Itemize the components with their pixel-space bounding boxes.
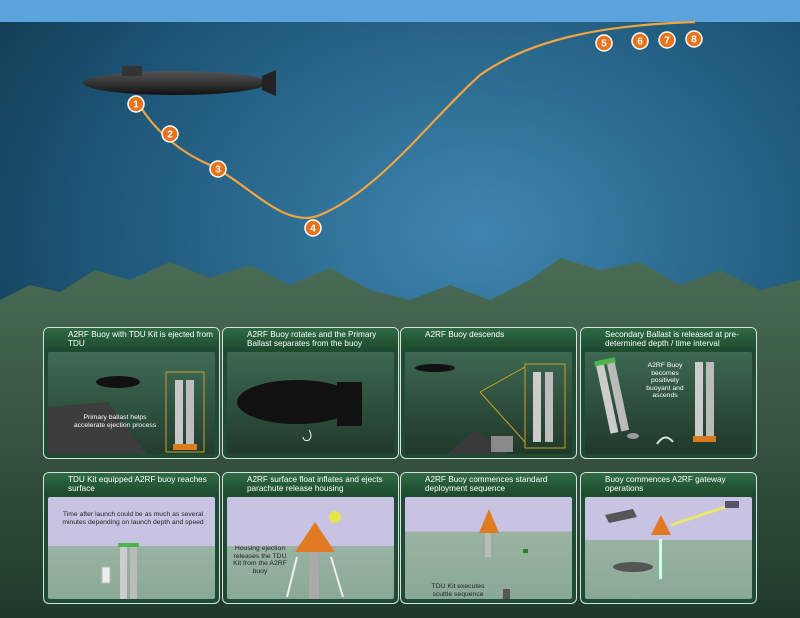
step-note: A2RF Buoy becomes positively buoyant and…: [646, 362, 684, 400]
step-illustration: [415, 363, 566, 454]
svg-text:6: 6: [637, 37, 643, 48]
path-marker-8: 8: [685, 30, 703, 48]
step-panel-6: 6 A2RF surface float inflates and ejects…: [222, 472, 399, 604]
step-title: A2RF Buoy rotates and the Primary Ballas…: [223, 328, 398, 350]
path-markers: 1 2 3 4 5 6 7 8: [127, 30, 703, 237]
path-marker-6: 6: [631, 32, 649, 50]
step-title: Buoy commences A2RF gateway operations: [581, 473, 756, 495]
path-marker-7: 7: [658, 31, 676, 49]
step-illustration: [605, 501, 739, 579]
path-marker-1: 1: [127, 95, 145, 113]
step-panel-3: 3 A2RF Buoy descends: [400, 327, 577, 459]
step-title: A2RF Buoy descends: [401, 328, 576, 350]
step-panel-4: 4 Secondary Ballast is released at pre-d…: [580, 327, 757, 459]
step-title: TDU Kit equipped A2RF buoy reaches surfa…: [44, 473, 219, 495]
step-panel-8: 8 Buoy commences A2RF gateway operations: [580, 472, 757, 604]
submarine: [83, 66, 276, 96]
step-illustration: [237, 380, 362, 442]
step-panel-5: 5 TDU Kit equipped A2RF buoy reaches sur…: [43, 472, 220, 604]
step-illustration: [286, 511, 344, 599]
step-note: Time after launch could be as much as se…: [62, 511, 204, 526]
svg-text:3: 3: [215, 165, 221, 176]
step-note: TDU Kit executes scuttle sequence: [431, 583, 485, 598]
sky: [0, 0, 800, 22]
step-note: Primary ballast helps accelerate ejectio…: [73, 414, 157, 429]
step-title: A2RF surface float inflates and ejects p…: [223, 473, 398, 495]
step-title: Secondary Ballast is released at pre-det…: [581, 328, 756, 350]
svg-text:8: 8: [691, 35, 697, 46]
path-marker-3: 3: [209, 160, 227, 178]
step-panel-7: 7 A2RF Buoy commences standard deploymen…: [400, 472, 577, 604]
step-note: Housing ejection releases the TDU Kit fr…: [233, 545, 287, 575]
step-illustration: [479, 509, 528, 599]
step-title: A2RF Buoy with TDU Kit is ejected from T…: [44, 328, 219, 350]
path-marker-2: 2: [161, 125, 179, 143]
step-illustration: [101, 543, 139, 599]
buoy-trajectory: [134, 20, 696, 219]
step-panel-1: 1 A2RF Buoy with TDU Kit is ejected from…: [43, 327, 220, 459]
step-title: A2RF Buoy commences standard deployment …: [401, 473, 576, 495]
svg-text:7: 7: [664, 36, 670, 47]
svg-text:1: 1: [133, 100, 139, 111]
step-illustration: [594, 357, 716, 445]
svg-text:5: 5: [601, 39, 607, 50]
step-illustration: [48, 371, 205, 454]
step-panel-2: 2 A2RF Buoy rotates and the Primary Ball…: [222, 327, 399, 459]
svg-text:2: 2: [167, 130, 173, 141]
svg-text:4: 4: [310, 224, 316, 235]
path-marker-5: 5: [595, 34, 613, 52]
path-marker-4: 4: [304, 219, 322, 237]
